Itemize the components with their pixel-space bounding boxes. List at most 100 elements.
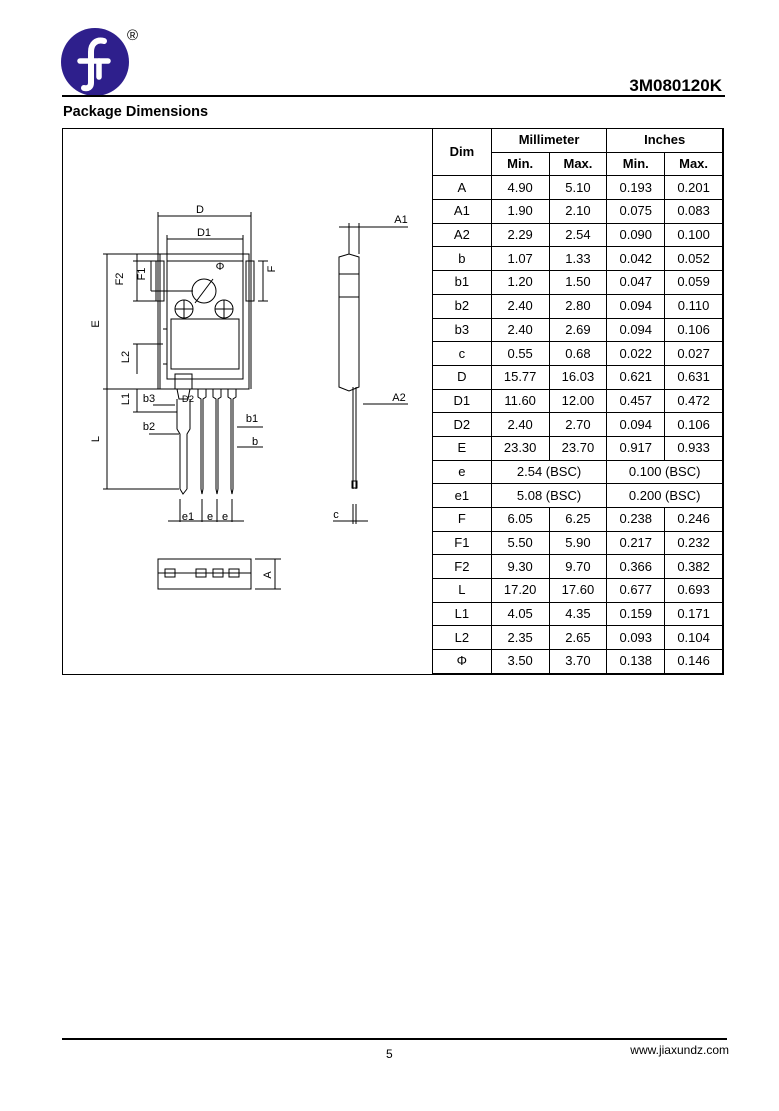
cell-mm-max: 5.90 — [548, 530, 608, 556]
cell-dim: F1 — [432, 530, 492, 556]
cell-in-max: 0.933 — [664, 435, 723, 461]
cell-mm-max: 1.33 — [548, 246, 608, 272]
cell-mm-max: 2.65 — [548, 625, 608, 651]
label-L1: L1 — [120, 393, 132, 405]
cell-in-min: 0.621 — [606, 364, 666, 390]
label-A2: A2 — [392, 392, 405, 404]
cell-in-max: 0.472 — [664, 388, 723, 414]
label-F1: F1 — [136, 268, 148, 281]
header-in-max: Max. — [664, 151, 723, 177]
cell-in-max: 0.100 — [664, 222, 723, 248]
cell-in-bsc: 0.200 (BSC) — [606, 483, 723, 508]
cell-in-min: 0.094 — [606, 317, 666, 343]
cell-in-max: 0.083 — [664, 199, 723, 224]
dimensions-frame: D D1 Φ F2 F1 F E L2 L1 L b3 D2 b2 b1 b e… — [62, 127, 724, 675]
cell-mm-max: 2.54 — [548, 222, 608, 248]
cell-mm-max: 2.80 — [548, 293, 608, 319]
cell-in-max: 0.110 — [664, 293, 723, 319]
cell-dim: Φ — [432, 649, 492, 674]
cell-in-max: 0.382 — [664, 554, 723, 580]
cell-dim: e — [432, 459, 492, 485]
cell-in-min: 0.047 — [606, 270, 666, 295]
cell-in-min: 0.159 — [606, 601, 666, 627]
cell-in-max: 0.027 — [664, 341, 723, 366]
cell-mm-max: 17.60 — [548, 578, 608, 603]
dimensions-table: Dim Millimeter Inches Min. Max. Min. Max… — [432, 127, 723, 674]
section-title: Package Dimensions — [63, 104, 209, 120]
label-b2: b2 — [143, 421, 155, 433]
cell-dim: D1 — [432, 388, 492, 414]
cell-mm-min: 0.55 — [490, 341, 550, 366]
page-number: 5 — [386, 1047, 393, 1061]
cell-mm-max: 9.70 — [548, 554, 608, 580]
cell-mm-min: 1.90 — [490, 199, 550, 224]
cell-mm-max: 0.68 — [548, 341, 608, 366]
cell-mm-min: 23.30 — [490, 435, 550, 461]
label-b1: b1 — [246, 413, 258, 425]
package-drawing: D D1 Φ F2 F1 F E L2 L1 L b3 D2 b2 b1 b e… — [90, 204, 408, 590]
cell-mm-min: 2.40 — [490, 293, 550, 319]
cell-mm-max: 2.10 — [548, 199, 608, 224]
label-F2: F2 — [114, 273, 126, 286]
cell-mm-min: 2.29 — [490, 222, 550, 248]
cell-mm-min: 1.20 — [490, 270, 550, 295]
label-F: F — [266, 265, 278, 272]
cell-mm-min: 4.05 — [490, 601, 550, 627]
cell-in-max: 0.106 — [664, 412, 723, 437]
cell-mm-max: 2.69 — [548, 317, 608, 343]
cell-dim: b2 — [432, 293, 492, 319]
cell-in-min: 0.075 — [606, 199, 666, 224]
cell-in-min: 0.917 — [606, 435, 666, 461]
cell-mm-min: 5.50 — [490, 530, 550, 556]
label-b: b — [252, 436, 258, 448]
label-e-a: e — [207, 511, 213, 523]
cell-dim: A — [432, 175, 492, 201]
cell-dim: L2 — [432, 625, 492, 651]
cell-mm-min: 17.20 — [490, 578, 550, 603]
cell-in-min: 0.090 — [606, 222, 666, 248]
website-url: www.jiaxundz.com — [630, 1043, 729, 1057]
cell-in-max: 0.052 — [664, 246, 723, 272]
cell-in-max: 0.059 — [664, 270, 723, 295]
label-e1: e1 — [182, 511, 194, 523]
cell-mm-min: 15.77 — [490, 364, 550, 390]
cell-dim: b1 — [432, 270, 492, 295]
cell-in-min: 0.193 — [606, 175, 666, 201]
cell-mm-max: 2.70 — [548, 412, 608, 437]
cell-in-max: 0.171 — [664, 601, 723, 627]
cell-mm-min: 6.05 — [490, 507, 550, 532]
cell-dim: E — [432, 435, 492, 461]
cell-in-min: 0.217 — [606, 530, 666, 556]
cell-mm-bsc: 5.08 (BSC) — [490, 483, 608, 508]
cell-dim: F — [432, 507, 492, 532]
cell-in-max: 0.631 — [664, 364, 723, 390]
label-A1: A1 — [394, 214, 407, 226]
cell-in-min: 0.457 — [606, 388, 666, 414]
cell-mm-min: 11.60 — [490, 388, 550, 414]
cell-dim: L1 — [432, 601, 492, 627]
label-phi: Φ — [216, 261, 225, 273]
header-in-min: Min. — [606, 151, 666, 177]
label-L2: L2 — [120, 351, 132, 363]
cell-mm-max: 12.00 — [548, 388, 608, 414]
cell-mm-min: 9.30 — [490, 554, 550, 580]
cell-dim: D — [432, 364, 492, 390]
cell-dim: D2 — [432, 412, 492, 437]
cell-dim: A1 — [432, 199, 492, 224]
header-inches: Inches — [606, 128, 723, 153]
cell-dim: c — [432, 341, 492, 366]
label-b3: b3 — [143, 393, 155, 405]
cell-in-max: 0.693 — [664, 578, 723, 603]
cell-in-min: 0.094 — [606, 412, 666, 437]
cell-in-bsc: 0.100 (BSC) — [606, 459, 723, 485]
